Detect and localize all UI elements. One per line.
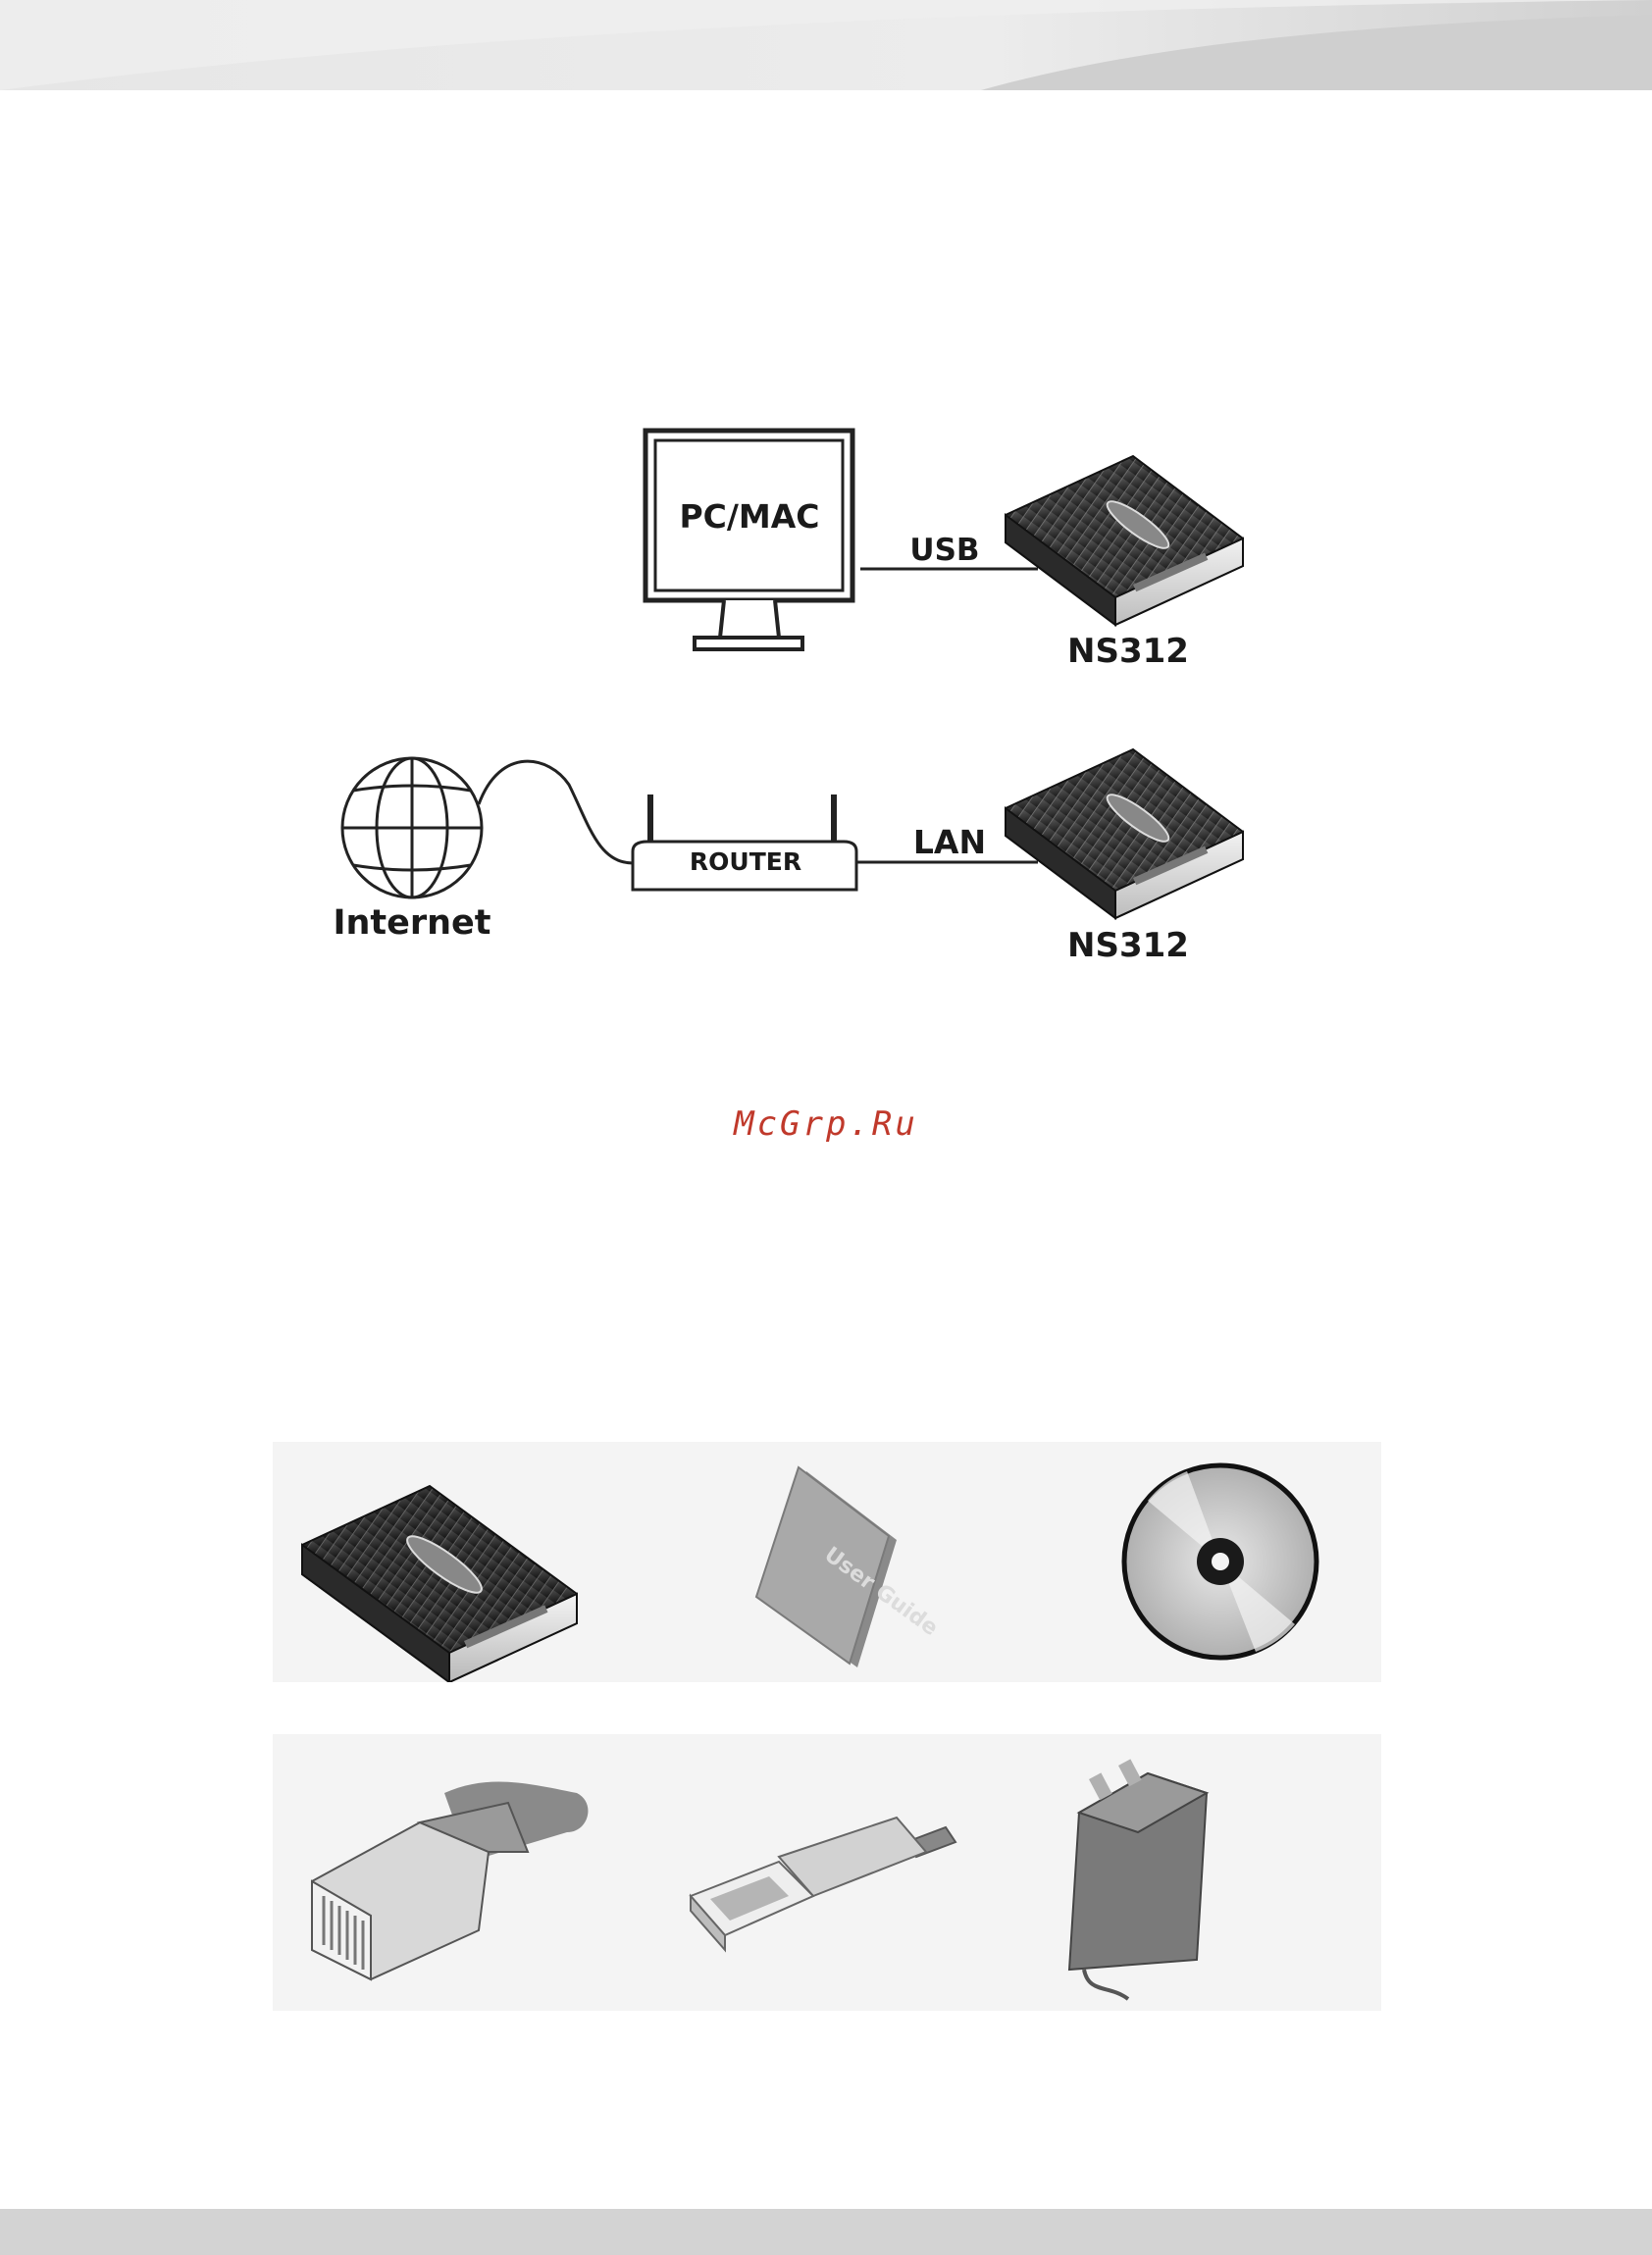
cd-icon: [1010, 1442, 1381, 1682]
content-item-enclosure: [273, 1442, 642, 1682]
router-label: ROUTER: [690, 847, 801, 876]
watermark-text: McGrp.Ru: [0, 1104, 1652, 1144]
globe-icon: [342, 758, 482, 897]
nas-enclosure-icon: [273, 1442, 642, 1682]
content-item-user-guide: User Guide: [642, 1442, 1010, 1682]
usb-label: USB: [909, 533, 979, 568]
nas-enclosure-icon: [1006, 456, 1243, 625]
user-guide-icon: User Guide: [642, 1442, 1010, 1682]
device-label-1: NS312: [1067, 632, 1189, 671]
footer-band: [0, 2209, 1652, 2255]
lan-label: LAN: [913, 823, 986, 861]
ethernet-plug-icon: [273, 1734, 642, 2011]
monitor-icon: [645, 431, 852, 649]
power-adapter-icon: [1010, 1734, 1381, 2011]
connection-diagram: PC/MAC USB NS312 Internet ROUTER LAN: [0, 0, 1652, 1079]
usb-plug-icon: [642, 1734, 1010, 2011]
content-item-cd: [1010, 1442, 1381, 1682]
package-contents: User Guide: [273, 1442, 1381, 2011]
computer-label: PC/MAC: [679, 497, 819, 536]
nas-enclosure-icon: [1006, 749, 1243, 918]
content-item-power-adapter: [1010, 1734, 1381, 2011]
internet-label: Internet: [333, 903, 490, 943]
internet-cable-line: [479, 761, 633, 863]
content-item-ethernet-cable: [273, 1734, 642, 2011]
content-item-usb-cable: [642, 1734, 1010, 2011]
device-label-2: NS312: [1067, 926, 1189, 965]
